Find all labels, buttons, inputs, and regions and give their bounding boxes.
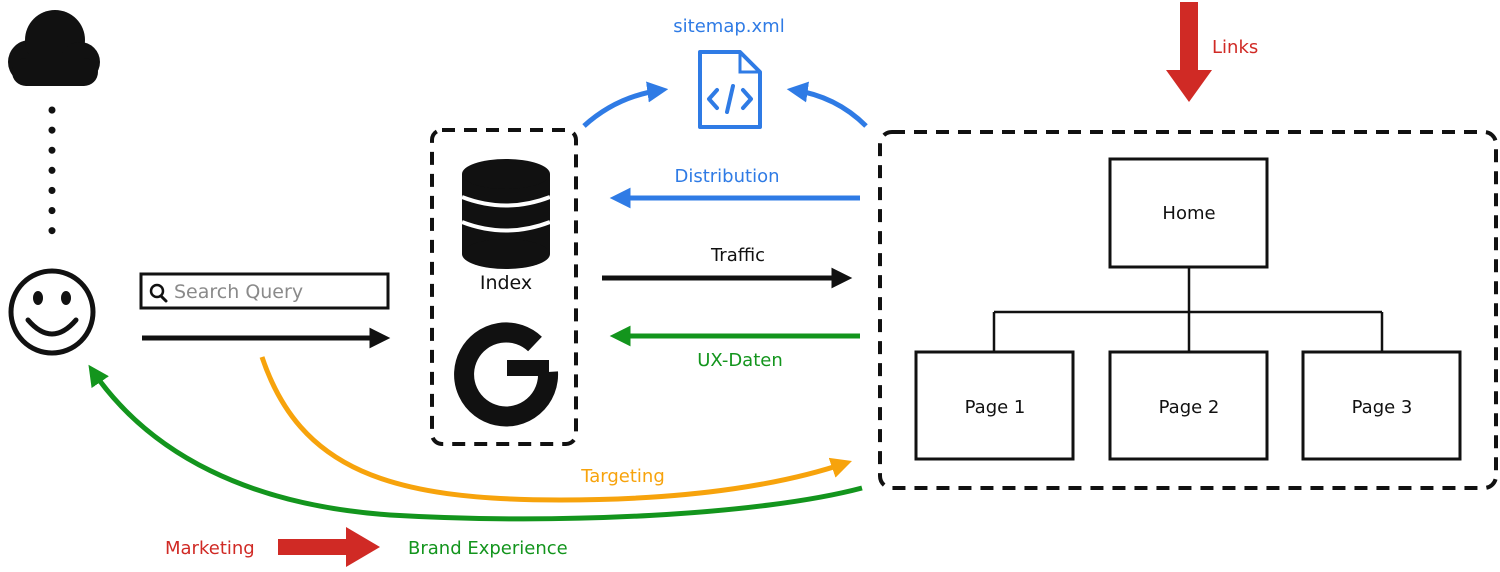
marketing-label: Marketing — [165, 538, 255, 559]
code-file-icon — [698, 50, 762, 129]
index-label: Index — [480, 272, 532, 294]
smiley-icon — [8, 268, 96, 356]
website-box — [878, 130, 1498, 490]
site-sitemap-arrow — [786, 81, 868, 128]
home-label: Home — [1162, 203, 1215, 224]
search-placeholder: Search Query — [174, 281, 303, 303]
cloud-icon — [8, 10, 100, 86]
search-input[interactable]: Search Query — [139, 272, 390, 310]
index-box — [430, 128, 578, 446]
database-icon — [461, 159, 551, 269]
traffic-label: Traffic — [710, 245, 765, 266]
ux-label: UX-Daten — [697, 350, 783, 371]
page-2-node: Page 2 — [1108, 350, 1269, 461]
page-2-label: Page 2 — [1159, 397, 1220, 418]
links-arrow — [1166, 2, 1212, 102]
marketing-arrow — [278, 527, 380, 567]
sitemap-label: sitemap.xml — [673, 16, 784, 37]
targeting-arrow — [259, 356, 852, 503]
google-g-icon — [454, 322, 559, 427]
links-label: Links — [1212, 37, 1258, 58]
page-1-label: Page 1 — [965, 397, 1026, 418]
search-icon — [149, 283, 168, 303]
brand-experience-arrow — [88, 364, 863, 522]
home-page-node: Home — [1108, 157, 1269, 269]
index-sitemap-arrow — [582, 81, 669, 128]
page-1-node: Page 1 — [914, 350, 1075, 461]
targeting-label: Targeting — [580, 466, 665, 487]
distribution-label: Distribution — [674, 166, 779, 187]
page-3-node: Page 3 — [1301, 350, 1462, 461]
sitemap-tree-lines — [992, 267, 1384, 352]
brand-experience-label: Brand Experience — [408, 538, 568, 559]
page-3-label: Page 3 — [1352, 397, 1413, 418]
